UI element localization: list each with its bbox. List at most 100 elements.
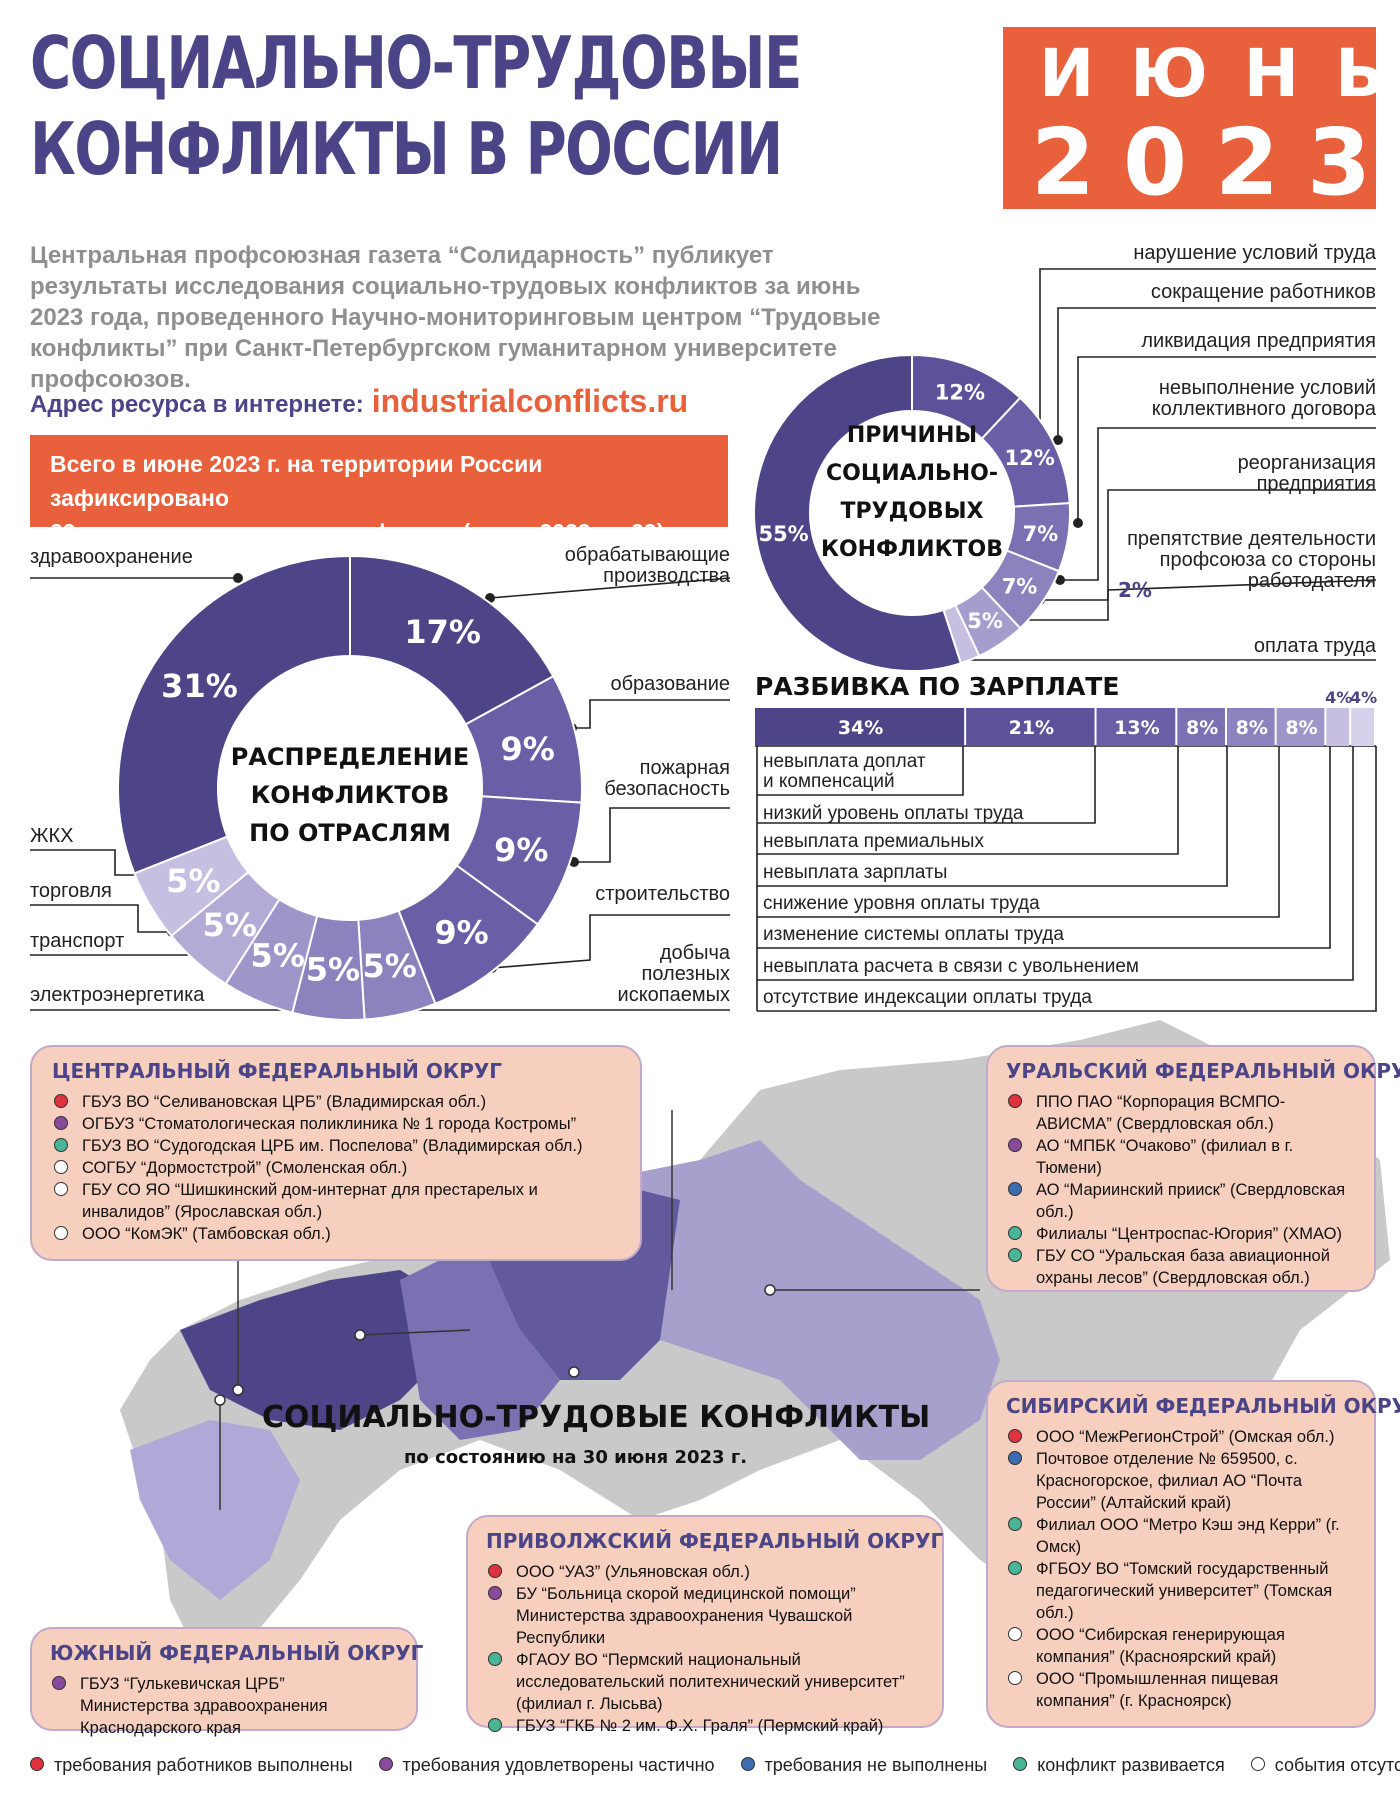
status-developing-icon <box>488 1652 502 1666</box>
central-item-5: ООО “КомЭК” (Тамбовская обл.) <box>52 1223 620 1245</box>
district-central-title: ЦЕНТРАЛЬНЫЙ ФЕДЕРАЛЬНЫЙ ОКРУГ <box>52 1059 503 1083</box>
map-volga-area <box>400 1240 560 1440</box>
siberian-item-text: ФГБОУ ВО “Томский государственный педаго… <box>1036 1560 1333 1622</box>
title-line-2: КОНФЛИКТЫ В РОССИИ <box>30 107 783 191</box>
wage-label-7: невыплата расчета в связи с увольнением <box>763 956 1139 977</box>
reasons-title-line-3: ТРУДОВЫХ <box>840 499 984 524</box>
southern-item-text: ГБУЗ “Гулькевичская ЦРБ” Министерства зд… <box>80 1675 328 1737</box>
ural-item-2: АО “Мариинский прииск” (Свердловская обл… <box>1006 1179 1356 1223</box>
legend-label: требования удовлетворены частично <box>402 1755 715 1775</box>
southern-item-0: ГБУЗ “Гулькевичская ЦРБ” Министерства зд… <box>50 1673 398 1739</box>
status-developing-icon <box>1008 1517 1022 1531</box>
wage-bar-2 <box>1096 708 1176 746</box>
intro-text: Центральная профсоюзная газета “Солидарн… <box>30 242 881 393</box>
status-developing-icon <box>1008 1226 1022 1240</box>
reason-label-6: препятствие деятельности профсоюза со ст… <box>1127 529 1376 592</box>
reason-label-1: 12% <box>1004 446 1054 470</box>
wage-chart-title: РАЗБИВКА ПО ЗАРПЛАТЕ <box>755 672 1120 701</box>
status-fulfilled-icon <box>1008 1094 1022 1108</box>
status-partial-icon <box>1008 1138 1022 1152</box>
address-label: Адрес ресурса в интернете: <box>30 391 364 418</box>
district-siberian-list: ООО “МежРегионСтрой” (Омская обл.)Почтов… <box>1006 1426 1356 1712</box>
industry-label-0: 17% <box>404 613 481 651</box>
wage-label-6: изменение системы оплаты труда <box>763 924 1064 945</box>
wage-label-1: невыплата доплат и компенсаций <box>763 752 926 792</box>
district-southern-list: ГБУЗ “Гулькевичская ЦРБ” Министерства зд… <box>50 1673 398 1739</box>
wage-label-4: невыплата зарплаты <box>763 862 948 883</box>
status-not_fulfilled-icon <box>1008 1182 1022 1196</box>
district-volga-list: ООО “УАЗ” (Ульяновская обл.)БУ “Больница… <box>486 1561 924 1737</box>
wage-label-5: снижение уровня оплаты труда <box>763 893 1040 914</box>
district-siberian: СИБИРСКИЙ ФЕДЕРАЛЬНЫЙ ОКРУГ ООО “МежРеги… <box>986 1380 1400 1728</box>
map-title: СОЦИАЛЬНО-ТРУДОВЫЕ КОНФЛИКТЫ <box>262 1400 931 1435</box>
status-none-icon <box>1008 1671 1022 1685</box>
status-fulfilled-icon <box>1008 1429 1022 1443</box>
status-developing-icon <box>1008 1248 1022 1262</box>
resource-link[interactable]: industrialconflicts.ru <box>371 383 689 419</box>
wage-label-2: низкий уровень оплаты труда <box>763 803 1024 824</box>
industry-slice-9 <box>117 554 351 875</box>
legend-item-none: события отсутствуют <box>1250 1755 1400 1776</box>
total-line-2: 22 социально-трудовых конфликта (в мае 2… <box>50 519 671 545</box>
volga-item-text: ГБУЗ “ГКБ № 2 им. Ф.Х. Граля” (Пермский … <box>516 1717 884 1735</box>
central-item-3: СОГБУ “Дормостстрой” (Смоленская обл.) <box>52 1157 620 1179</box>
district-central-list: ГБУЗ ВО “Селивановская ЦРБ” (Владимирска… <box>52 1091 620 1245</box>
address-line: Адрес ресурса в интернете: industrialconf… <box>30 383 688 420</box>
status-none-icon <box>1250 1757 1265 1771</box>
industry-label-3: 9% <box>434 913 488 951</box>
reason-label-5b: предприятия <box>1256 473 1376 495</box>
map-subtitle: по состоянию на 30 июня 2023 г. <box>404 1447 748 1468</box>
reason-label-1: нарушение условий труда <box>1133 242 1376 264</box>
status-none-icon <box>54 1160 68 1174</box>
industry-label-1: 9% <box>500 730 554 768</box>
label-transport: транспорт <box>30 930 125 952</box>
volga-item-text: ФГАОУ ВО “Пермский национальный исследов… <box>516 1651 905 1713</box>
industry-title-line-3: ПО ОТРАСЛЯМ <box>249 819 451 847</box>
legend-label: требования не выполнены <box>764 1755 988 1775</box>
industry-label-4: 5% <box>363 947 417 985</box>
ural-item-text: Филиалы “Центроспас-Югория” (ХМАО) <box>1036 1225 1342 1243</box>
district-central: ЦЕНТРАЛЬНЫЙ ФЕДЕРАЛЬНЫЙ ОКРУГ ГБУЗ ВО “С… <box>30 1045 642 1261</box>
district-southern-title: ЮЖНЫЙ ФЕДЕРАЛЬНЫЙ ОКРУГ <box>50 1641 424 1665</box>
ural-item-text: ГБУ СО “Уральская база авиационной охран… <box>1036 1247 1330 1287</box>
label-housing: ЖКХ <box>30 825 74 847</box>
wage-bar-3 <box>1177 708 1225 746</box>
wage-label-3: невыплата премиальных <box>763 831 984 852</box>
reason-label-4: 5% <box>967 609 1003 633</box>
central-item-4: ГБУ СО ЯО “Шишкинский дом-интернат для п… <box>52 1179 620 1223</box>
legend-item-partial: требования удовлетворены частично <box>378 1755 715 1776</box>
status-developing-icon <box>1013 1757 1028 1771</box>
ural-item-3: Филиалы “Центроспас-Югория” (ХМАО) <box>1006 1223 1356 1245</box>
industry-label-6: 5% <box>251 937 305 975</box>
reason-2pct-label: 2% <box>1118 578 1152 602</box>
reason-label-0: 12% <box>935 381 985 405</box>
reasons-title-line-4: КОНФЛИКТОВ <box>820 537 1004 562</box>
date-badge: ИЮНЬ 2023 <box>1003 27 1385 211</box>
title-line-1: СОЦИАЛЬНО-ТРУДОВЫЕ <box>30 21 802 105</box>
reason-slice-6 <box>753 353 963 672</box>
reasons-chart-title: ПРИЧИНЫ СОЦИАЛЬНО- ТРУДОВЫХ КОНФЛИКТОВ <box>812 417 1012 569</box>
central-item-text: ГБУЗ ВО “Селивановская ЦРБ” (Владимирска… <box>82 1093 487 1111</box>
central-item-0: ГБУЗ ВО “Селивановская ЦРБ” (Владимирска… <box>52 1091 620 1113</box>
reason-label-4: невыполнение условий коллективного догов… <box>1152 378 1376 420</box>
status-partial-icon <box>488 1586 502 1600</box>
status-none-icon <box>1008 1627 1022 1641</box>
ural-item-0: ППО ПАО “Корпорация ВСМПО-АВИСМА” (Сверд… <box>1006 1091 1356 1135</box>
central-item-text: ОГБУЗ “Стоматологическая поликлиника № 1… <box>82 1115 577 1133</box>
industry-label-5: 5% <box>306 951 360 989</box>
wage-stacked-bar: 34%21%13%8%8%8%4%4% <box>755 690 1377 746</box>
status-none-icon <box>54 1182 68 1196</box>
district-ural-list: ППО ПАО “Корпорация ВСМПО-АВИСМА” (Сверд… <box>1006 1091 1356 1289</box>
label-mining-3: ископаемых <box>617 984 730 1006</box>
reason-label-4a: невыполнение условий <box>1158 377 1376 399</box>
central-item-text: ГБУЗ ВО “Судогодская ЦРБ им. Поспелова” … <box>82 1137 583 1155</box>
industry-title-line-1: РАСПРЕДЕЛЕНИЕ <box>230 743 470 771</box>
siberian-item-1: Почтовое отделение № 659500, с. Красного… <box>1006 1448 1356 1514</box>
label-fire-2: безопасность <box>604 778 730 800</box>
wage-bar-label-4: 8% <box>1236 717 1268 739</box>
district-volga: ПРИВОЛЖСКИЙ ФЕДЕРАЛЬНЫЙ ОКРУГ ООО “УАЗ” … <box>466 1515 944 1735</box>
wage-bar-label-5: 8% <box>1285 717 1317 739</box>
siberian-item-4: ООО “Сибирская генерирующая компания” (К… <box>1006 1624 1356 1668</box>
total-banner: Всего в июне 2023 г. на территории Росси… <box>30 435 728 545</box>
legend-item-fulfilled: требования работников выполнены <box>30 1755 353 1776</box>
